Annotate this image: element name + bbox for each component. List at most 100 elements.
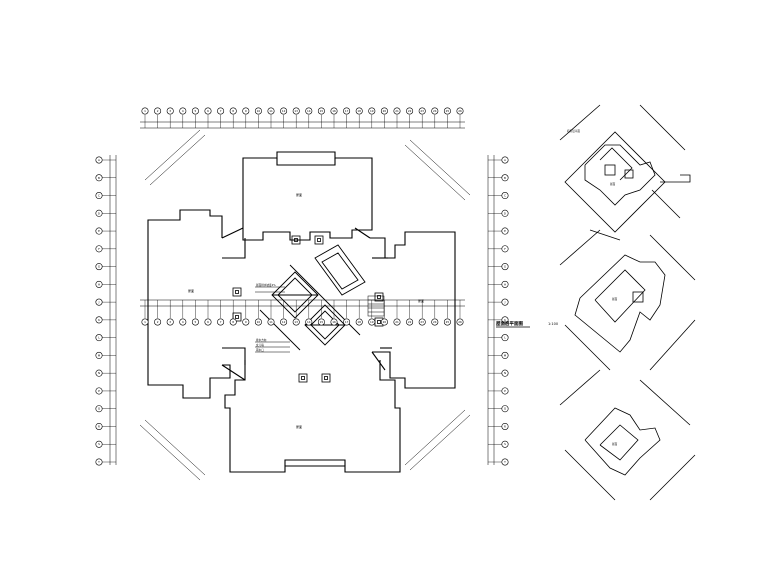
axis-left-B: B [95, 174, 103, 182]
drawing-scale: 1:100 [548, 322, 558, 326]
axis-right-P: P [501, 387, 509, 395]
axis-bottom-6: 6 [204, 318, 212, 326]
axis-bottom-5: 5 [191, 318, 199, 326]
axis-right-C-label: C [504, 194, 506, 198]
axis-top-16: 16 [330, 107, 338, 115]
axis-left-R-label: R [98, 424, 100, 428]
axis-right-M-label: M [504, 353, 507, 357]
axis-bottom-3: 3 [166, 318, 174, 326]
axis-right-K: K [501, 316, 509, 324]
axis-left-F: F [95, 245, 103, 253]
axis-right-L: L [501, 334, 509, 342]
axis-right-T-label: T [503, 460, 506, 464]
axis-left-C: C [95, 192, 103, 200]
axis-right-B-label: B [504, 176, 506, 180]
diagonal-dimensions [139, 129, 471, 481]
detail-bottom-note: 屋面 [612, 442, 618, 446]
axis-left-A-label: A [98, 158, 100, 162]
axis-top-1-label: 1 [144, 109, 146, 113]
axis-top-15-label: 15 [320, 109, 324, 113]
note-leaders [255, 286, 290, 353]
detail-top-note-1: 机房层平面 [567, 129, 580, 133]
axis-right-N-label: N [504, 371, 506, 375]
axis-left-E: E [95, 227, 103, 235]
axis-left-N: N [95, 369, 103, 377]
axis-top-18: 18 [355, 107, 363, 115]
axis-right-J-label: J [504, 300, 506, 304]
axis-top-13-label: 13 [294, 109, 298, 113]
axis-right-L-label: L [504, 336, 506, 340]
axis-top-11: 11 [267, 107, 275, 115]
axis-bottom-4: 4 [179, 318, 187, 326]
axis-bottom-15: 15 [317, 318, 325, 326]
axis-bottom-5-label: 5 [195, 320, 197, 324]
axis-bottom-20: 20 [380, 318, 388, 326]
detail-top-note-2: 屋面 [610, 182, 616, 186]
axis-top-10: 10 [254, 107, 262, 115]
room-label-bottom: 屋面 [296, 424, 302, 429]
axis-top-4: 4 [179, 107, 187, 115]
axis-top-12-label: 12 [282, 109, 286, 113]
stair-treads [367, 295, 385, 317]
axis-left-S: S [95, 440, 103, 448]
axis-bottom-8-label: 8 [232, 320, 234, 324]
axis-bottom-25: 25 [443, 318, 451, 326]
axis-left-Q: Q [95, 405, 103, 413]
axis-bottom-21-label: 21 [395, 320, 399, 324]
axis-top-9: 9 [242, 107, 250, 115]
axis-bottom-10: 10 [254, 318, 262, 326]
axis-right-G-label: G [504, 265, 506, 269]
dimension-lines [109, 121, 495, 465]
axis-bottom-14: 14 [305, 318, 313, 326]
axis-top-5-label: 5 [195, 109, 197, 113]
axis-top-2: 2 [154, 107, 162, 115]
axis-bottom-9: 9 [242, 318, 250, 326]
axis-left-P: P [95, 387, 103, 395]
plan-notes: 屋面排水坡度2% 排水方向 女儿墙 雨水口 [256, 283, 276, 352]
axis-top-12: 12 [280, 107, 288, 115]
axis-bottom-11: 11 [267, 318, 275, 326]
axis-right-S-label: S [504, 442, 506, 446]
axis-right-G: G [501, 263, 509, 271]
axis-right-N: N [501, 369, 509, 377]
axis-right-H: H [501, 280, 509, 288]
note-drain-direction: 排水方向 [256, 338, 267, 342]
axis-bottom-18-label: 18 [357, 320, 361, 324]
axis-bottom-6-label: 6 [207, 320, 209, 324]
detail-notes: 机房层平面 屋面 屋面 屋面 [567, 129, 618, 446]
axis-bottom-15-label: 15 [320, 320, 324, 324]
axis-top-6-label: 6 [207, 109, 209, 113]
axis-right-E: E [501, 227, 509, 235]
axis-right-M: M [501, 351, 509, 359]
axis-right-K-label: K [504, 318, 506, 322]
axis-left-L: L [95, 334, 103, 342]
axis-left-C-label: C [98, 194, 100, 198]
axis-bottom-7-label: 7 [220, 320, 222, 324]
axis-right-J: J [501, 298, 509, 306]
axis-top-8-label: 8 [232, 109, 234, 113]
axis-top-10-label: 10 [257, 109, 261, 113]
axis-top-2-label: 2 [157, 109, 159, 113]
axis-bottom-26-label: 26 [458, 320, 462, 324]
axis-bottom-13: 13 [292, 318, 300, 326]
axis-bottom-8: 8 [229, 318, 237, 326]
axis-left-T-label: T [97, 460, 100, 464]
axis-right-A-label: A [504, 158, 506, 162]
axis-left-F-label: F [98, 247, 100, 251]
axis-bottom-25-label: 25 [446, 320, 450, 324]
axis-bottom-3-label: 3 [169, 320, 171, 324]
axis-top-25: 25 [443, 107, 451, 115]
axis-top-5: 5 [191, 107, 199, 115]
axis-bottom-7: 7 [217, 318, 225, 326]
axis-top-19: 19 [368, 107, 376, 115]
axis-right-C: C [501, 192, 509, 200]
axis-top-22: 22 [406, 107, 414, 115]
axis-top-20: 20 [380, 107, 388, 115]
axis-bottom-24: 24 [431, 318, 439, 326]
axis-bottom-4-label: 4 [182, 320, 184, 324]
room-label-top: 屋面 [296, 192, 302, 197]
axis-top-14: 14 [305, 107, 313, 115]
axis-top-7-label: 7 [220, 109, 222, 113]
axis-left-Q-label: Q [98, 407, 101, 411]
axis-left-J: J [95, 298, 103, 306]
